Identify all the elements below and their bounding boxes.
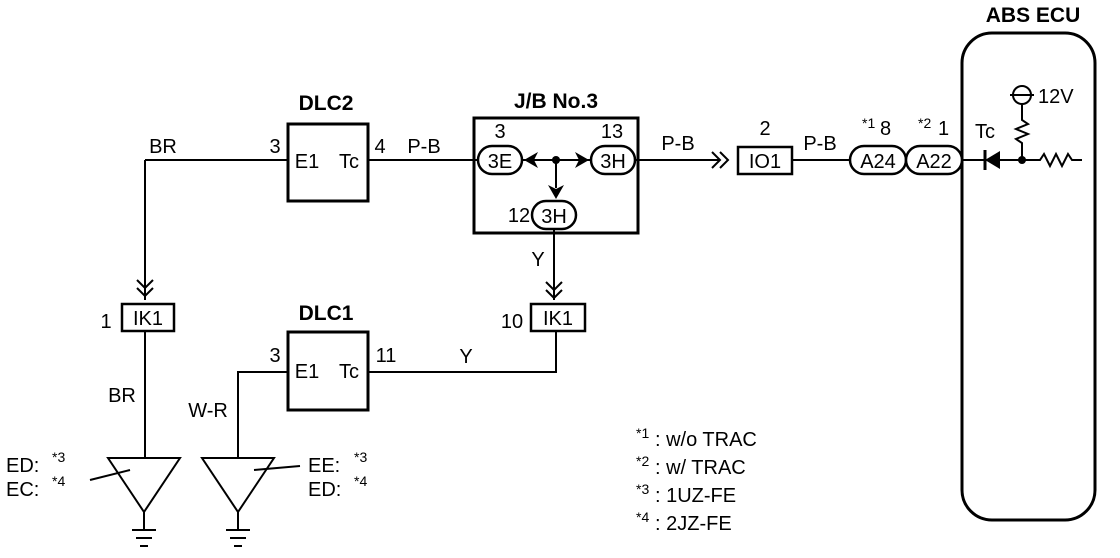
connector-ik1-left [120, 302, 176, 333]
ground-left-mark1: *3 [52, 449, 65, 465]
jb-bottom-label: 3H [541, 206, 567, 228]
ecu-box [960, 31, 1097, 522]
ground-left-mark2: *4 [52, 473, 65, 489]
arrow-left-icon [524, 152, 538, 168]
ground-right-line1: EE: [308, 455, 340, 477]
connector-a24-label: A24 [860, 151, 896, 173]
ecu-supply-label: 12V [1038, 86, 1074, 108]
note-2-text: : w/ TRAC [655, 457, 746, 479]
dlc1-pin-right: Tc [339, 361, 359, 383]
pullup-resistor-icon [1013, 112, 1031, 160]
wire-label-br-bottom: BR [108, 385, 136, 407]
connector-ik1-left-num: 1 [100, 311, 111, 333]
ground-right-icon [200, 457, 301, 547]
note-2-mark: *2 [636, 453, 649, 469]
ground-left-line2: EC: [6, 479, 39, 501]
jb-left-num: 3 [494, 121, 505, 143]
wire-label-y-1: Y [531, 249, 544, 271]
double-chevron-down-left-icon [136, 279, 154, 298]
dlc1-num-right: 11 [376, 345, 397, 367]
series-resistor-icon [1022, 151, 1082, 169]
wire-wr [237, 371, 288, 458]
connector-io1-num: 2 [759, 118, 770, 140]
dlc2-pin-left: E1 [295, 151, 319, 173]
note-4-text: : 2JZ-FE [655, 513, 732, 535]
connector-ik1-right [529, 302, 587, 333]
ecu-title: ABS ECU [986, 4, 1081, 27]
double-chevron-down-right-icon [545, 281, 563, 300]
connector-a24-mark: *1 [862, 115, 875, 131]
supply-terminal-icon [1010, 85, 1034, 112]
dlc1-pin-left: E1 [295, 361, 319, 383]
connector-a22-num: 1 [938, 118, 949, 140]
wire-label-pb-2: P-B [661, 133, 694, 155]
jb-right-label: 3H [600, 151, 626, 173]
connector-ik1-right-num: 10 [501, 311, 523, 333]
connector-io1-label: IO1 [749, 151, 781, 173]
dlc1-num-left: 3 [269, 345, 280, 367]
wire-label-pb-3: P-B [803, 133, 836, 155]
arrow-down-icon [548, 185, 564, 199]
jb-box [472, 116, 640, 235]
jb-right-num: 13 [601, 121, 623, 143]
note-4-mark: *4 [636, 509, 649, 525]
ground-left-icon [89, 457, 182, 547]
connector-a22-mark: *2 [918, 115, 931, 131]
connector-a22-label: A22 [916, 151, 952, 173]
note-3-mark: *3 [636, 481, 649, 497]
note-1-text: : w/o TRAC [655, 429, 757, 451]
connector-ik1-left-label: IK1 [133, 308, 163, 330]
ground-right-mark2: *4 [354, 473, 367, 489]
note-1-mark: *1 [636, 425, 649, 441]
wire-label-y-2: Y [459, 346, 472, 368]
jb-left-label: 3E [488, 151, 512, 173]
dlc2-num-left: 3 [269, 136, 280, 158]
wire-label-wr: W-R [188, 400, 228, 422]
dlc2-title: DLC2 [299, 92, 354, 115]
wire-y-ik1-dlc1 [368, 331, 557, 373]
jb-bottom-num: 12 [508, 205, 530, 227]
note-3-text: : 1UZ-FE [655, 485, 736, 507]
dlc1-title: DLC1 [299, 302, 354, 325]
wire-label-br-top: BR [149, 136, 177, 158]
arrow-right-icon [575, 152, 589, 168]
ground-left-line1: ED: [6, 455, 39, 477]
dlc2-box [286, 122, 370, 203]
ground-right-line2: ED: [308, 479, 341, 501]
ground-right-mark1: *3 [354, 449, 367, 465]
connector-ik1-right-label: IK1 [543, 308, 573, 330]
wire-label-pb-1: P-B [407, 136, 440, 158]
dlc2-pin-right: Tc [339, 151, 359, 173]
ecu-pin-label: Tc [975, 121, 995, 143]
jb-title: J/B No.3 [514, 90, 598, 113]
dlc2-num-right: 4 [374, 136, 385, 158]
diode-icon [964, 150, 1022, 170]
connector-a24-num: 8 [880, 118, 891, 140]
